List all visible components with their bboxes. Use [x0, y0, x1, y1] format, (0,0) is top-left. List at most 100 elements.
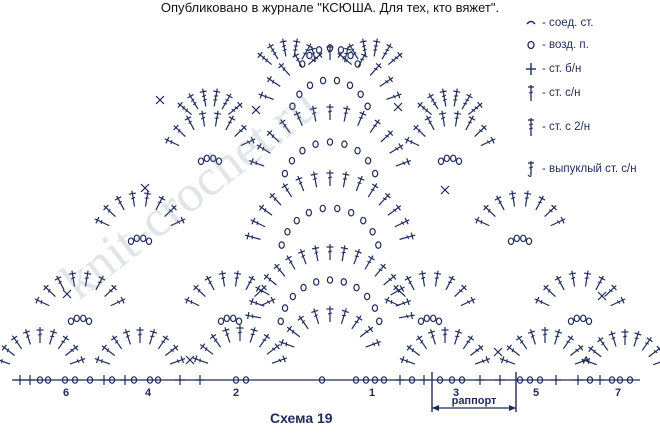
- chain-stitch: [284, 227, 291, 236]
- double-stitch: [40, 282, 59, 300]
- double-stitch: [170, 122, 189, 140]
- chain-stitch: [347, 208, 355, 217]
- double-stitch: [559, 333, 576, 352]
- chain-stitch: [353, 283, 360, 292]
- double-stitch: [45, 327, 59, 347]
- chain-stitch: [80, 314, 87, 323]
- double-stitch: [182, 113, 198, 133]
- chain-stitch: [520, 234, 527, 243]
- double-stitch: [398, 354, 417, 368]
- double-stitch: [377, 73, 396, 90]
- treble-stitch: [385, 49, 406, 68]
- chain-stitch: [371, 304, 379, 312]
- chain-stitch: [71, 376, 79, 384]
- single-crochet-stitch: [594, 374, 606, 386]
- chain-stitch: [61, 376, 69, 384]
- legend-item-chain: - возд. п.: [524, 36, 589, 54]
- double-stitch: [271, 261, 289, 280]
- double-stitch: [417, 269, 429, 288]
- double-stitch: [309, 170, 321, 189]
- chain-stitch: [296, 90, 303, 99]
- double-stitch: [292, 109, 307, 128]
- double-stitch: [526, 327, 540, 347]
- double-stitch: [309, 306, 323, 326]
- double-stitch: [458, 295, 478, 310]
- treble-stitch: [465, 99, 486, 118]
- double-stitch: [366, 60, 385, 79]
- double-stitch: [242, 273, 258, 293]
- chain-stitch: [513, 234, 520, 243]
- chain-stitch: [133, 234, 140, 243]
- chain-stitch: [341, 140, 348, 149]
- double-stitch: [311, 244, 322, 263]
- double-stitch: [541, 202, 560, 220]
- double-stitch: [467, 342, 486, 359]
- chain-stitch: [423, 314, 430, 323]
- double-stitch: [296, 247, 310, 267]
- chain-stitch: [277, 317, 284, 326]
- double-stitch: [414, 333, 431, 352]
- double-stitch: [295, 313, 312, 332]
- double-stitch: [238, 135, 258, 150]
- double-stitch: [472, 215, 492, 230]
- double-stitch: [350, 247, 364, 267]
- double-stitch: [325, 103, 335, 121]
- double-stitch: [325, 243, 335, 261]
- double-stitch: [581, 269, 593, 288]
- double-stitch: [0, 354, 12, 368]
- chain-stitch: [346, 81, 354, 90]
- double-stitch: [246, 325, 259, 345]
- chain-stitch: [354, 146, 361, 155]
- chain-stitch: [130, 376, 138, 384]
- double-stitch: [101, 282, 120, 300]
- double-stitch: [398, 231, 417, 244]
- chain-stitch: [278, 241, 285, 249]
- double-stitch: [162, 342, 181, 359]
- double-stitch: [211, 109, 223, 128]
- double-stitch: [261, 271, 280, 289]
- double-stitch: [92, 273, 108, 293]
- double-stitch: [404, 342, 423, 359]
- chain-stitch: [312, 140, 319, 149]
- double-stitch: [504, 342, 523, 359]
- chain-stitch: [73, 314, 80, 323]
- treble-stitch: [425, 91, 442, 112]
- double-stitch: [651, 355, 660, 369]
- double-stitch: [387, 141, 406, 157]
- double-stitch: [397, 311, 416, 322]
- double-stitch: [121, 327, 135, 347]
- double-stitch: [540, 282, 559, 300]
- treble-stitch: [278, 37, 290, 58]
- single-crochet-stitch: [194, 374, 206, 386]
- treble-stitch: [210, 87, 222, 108]
- double-stitch: [92, 215, 112, 230]
- legend-item-post-double-crochet: - выпуклый ст. с/н: [524, 160, 637, 178]
- chain-stitch: [417, 317, 425, 326]
- double-stitch: [243, 231, 262, 244]
- double-stitch: [248, 216, 268, 231]
- double-stitch: [52, 273, 68, 293]
- chain-stitch: [567, 317, 575, 326]
- chain-stitch: [44, 376, 52, 384]
- chain-stitch: [145, 237, 153, 246]
- double-stitch: [135, 326, 145, 344]
- chain-stitch: [305, 208, 313, 217]
- chain-stitch: [223, 314, 230, 323]
- repeat-label: раппорт: [452, 395, 497, 407]
- double-stitch: [256, 331, 273, 350]
- single-crochet-stitch: [24, 374, 36, 386]
- double-stitch: [258, 295, 278, 310]
- chain-stitch: [235, 317, 243, 326]
- double-stitch: [375, 190, 394, 209]
- double-stitch: [608, 295, 628, 310]
- chain-stitch: [525, 237, 533, 246]
- chain-stitch: [357, 90, 364, 99]
- treble-stitch: [174, 99, 195, 118]
- row-number: 3: [453, 387, 459, 399]
- double-stitch: [154, 333, 171, 352]
- single-crochet-stitch: [185, 355, 195, 365]
- chain-icon: [527, 40, 535, 50]
- double-crochet-icon: [528, 85, 534, 101]
- double-stitch: [264, 341, 283, 358]
